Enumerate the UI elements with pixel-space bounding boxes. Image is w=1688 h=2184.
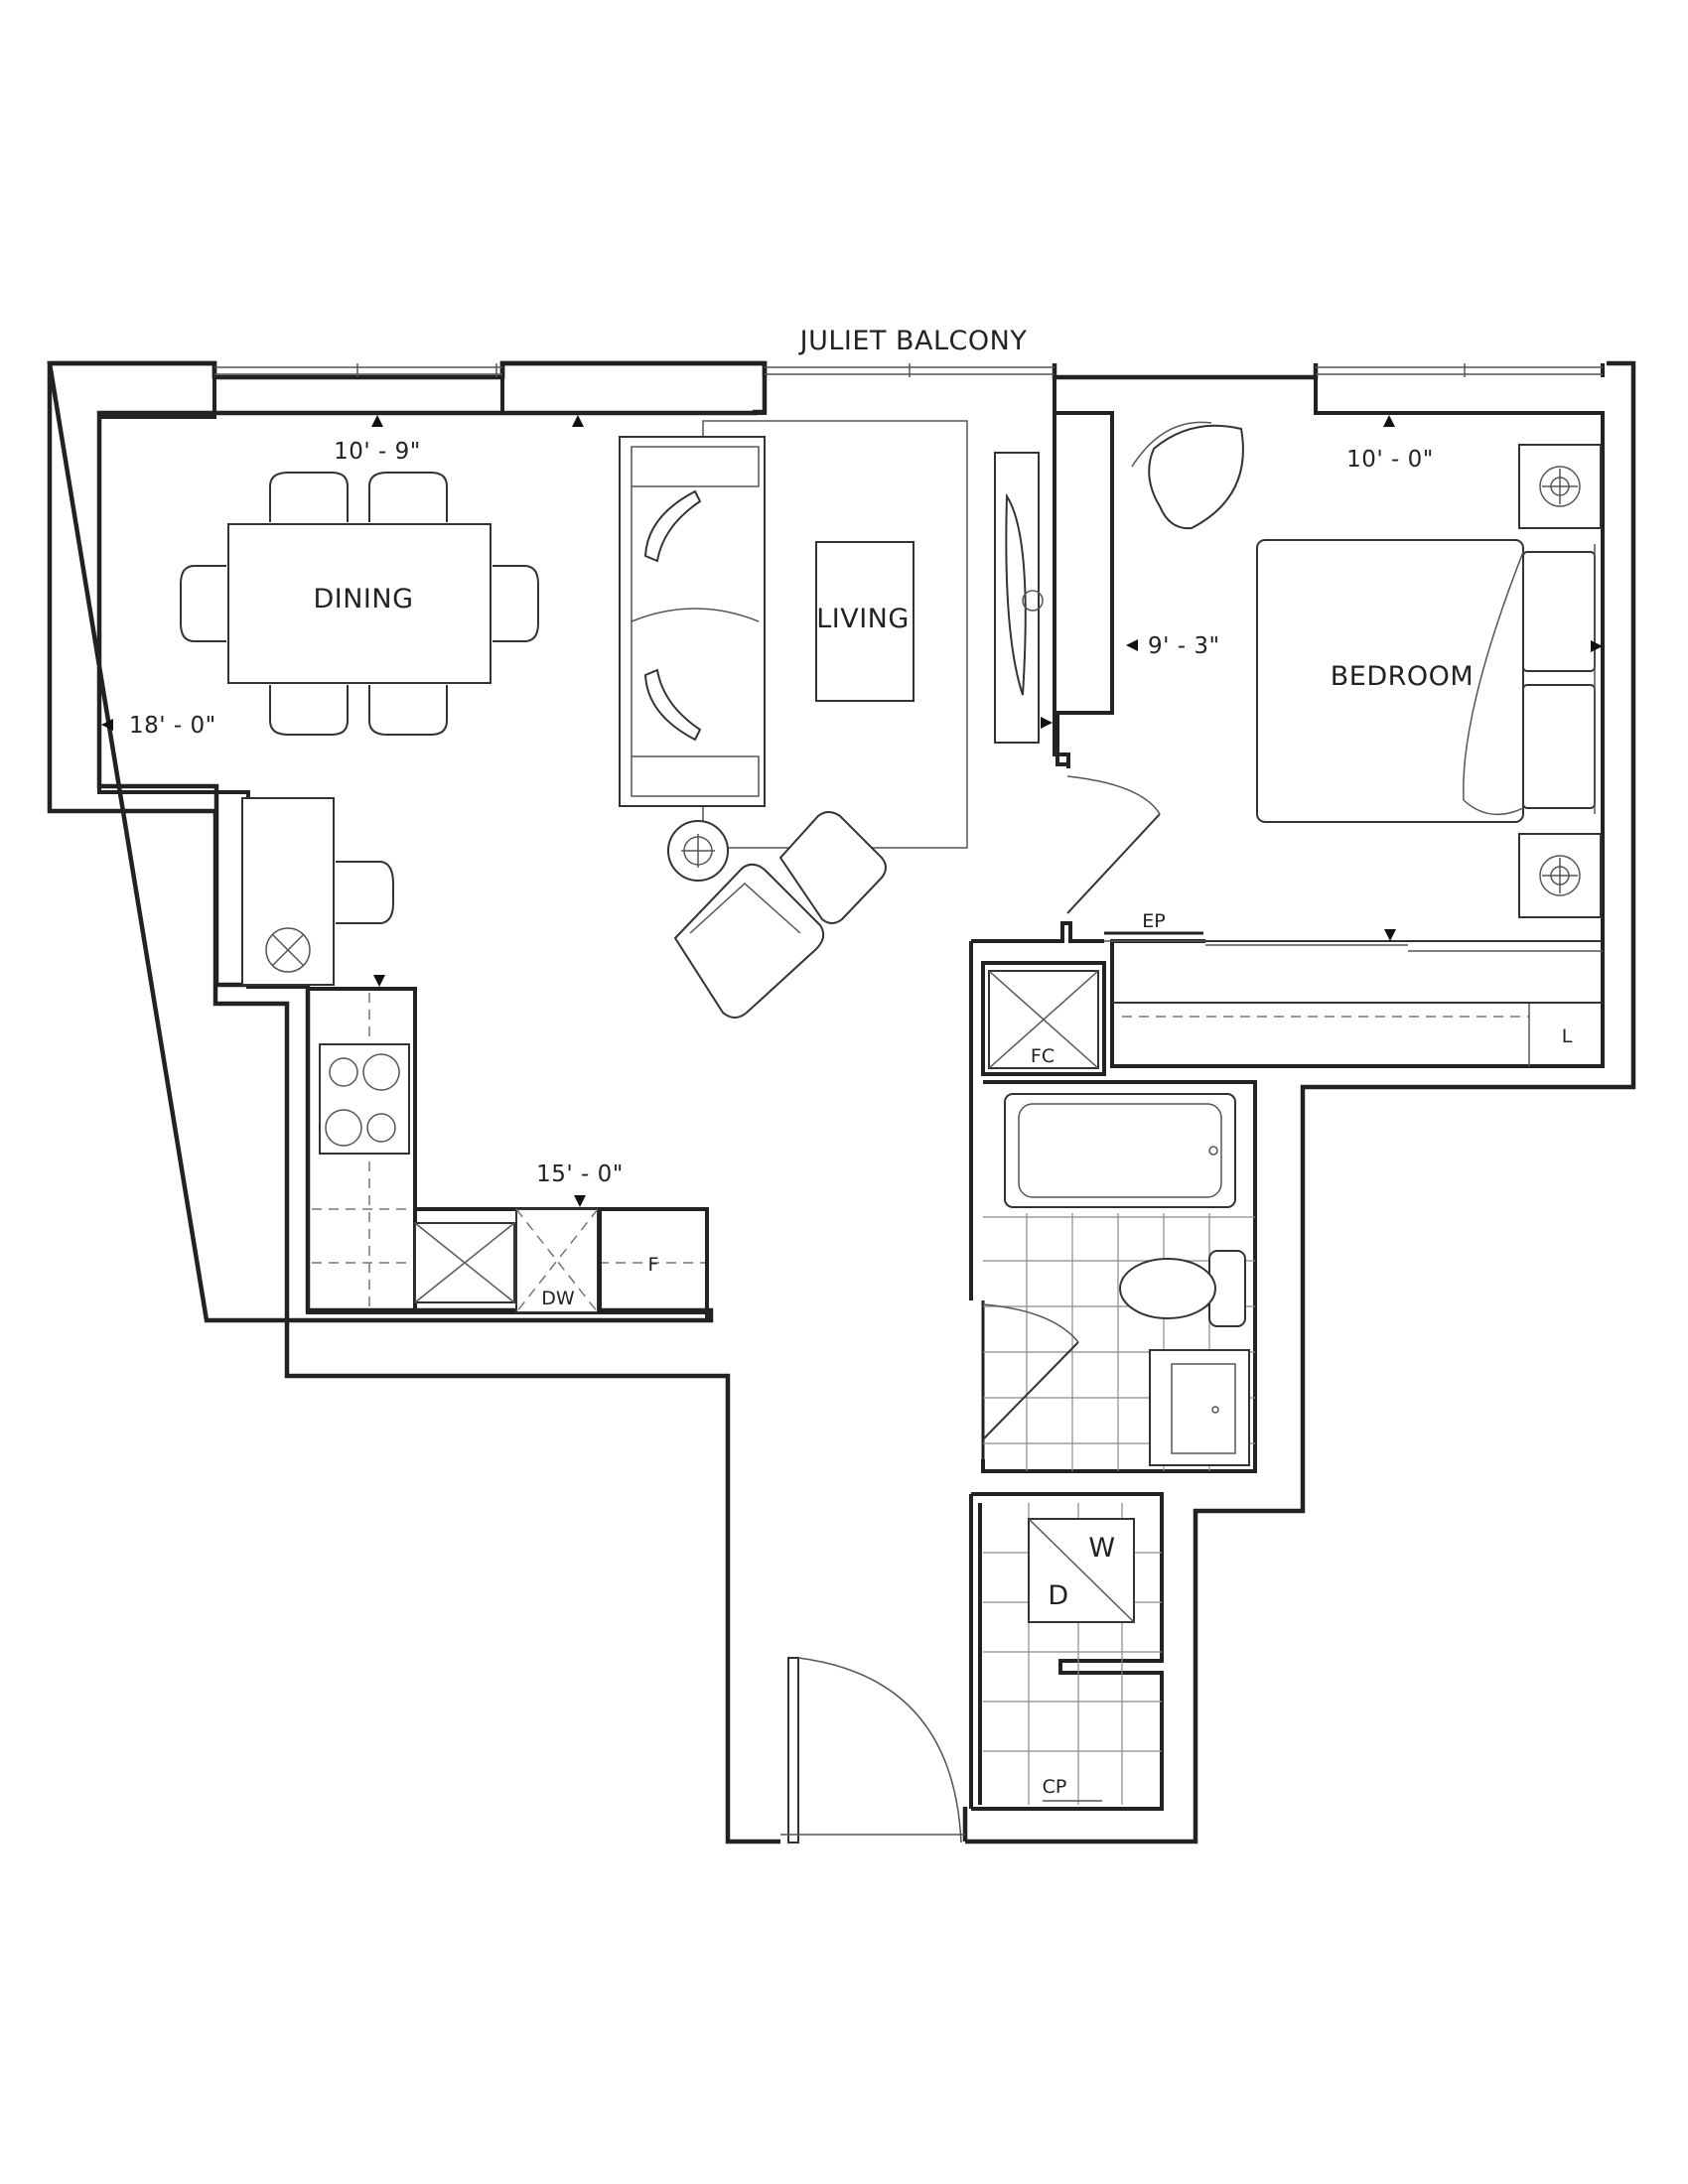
juliet-balcony-label: JULIET BALCONY (798, 326, 1028, 356)
kitchen-length-dimension: 15' - 0" (536, 1161, 624, 1187)
dining-width-dimension: 10' - 9" (334, 439, 421, 465)
windows (214, 363, 1603, 377)
bedroom-depth-dimension: 9' - 3" (1148, 633, 1220, 659)
linen-label: L (1562, 1025, 1573, 1047)
washer-label: W (1088, 1533, 1115, 1564)
laundry (983, 1503, 1162, 1805)
bathroom (982, 1093, 1255, 1471)
entry-door (780, 1657, 965, 1843)
bedroom-closet (1104, 931, 1603, 1066)
fridge-label: F (648, 1254, 659, 1276)
dining-set (180, 472, 539, 736)
furnace-closet (988, 970, 1099, 1069)
bedroom-furniture (1131, 421, 1602, 918)
bedroom-width-dimension: 10' - 0" (1346, 447, 1434, 473)
kitchen (241, 797, 709, 1314)
bedroom-door (1066, 775, 1161, 914)
dining-depth-dimension: 18' - 0" (129, 713, 216, 739)
dishwasher-label: DW (541, 1288, 575, 1309)
furnace-closet-label: FC (1031, 1045, 1055, 1067)
living-label: LIVING (816, 604, 910, 634)
living-furniture (619, 420, 1044, 1019)
electrical-panel-label: EP (1142, 910, 1165, 932)
dryer-label: D (1048, 1580, 1068, 1611)
coat-closet-label: CP (1043, 1776, 1067, 1798)
dimension-arrows (101, 415, 1603, 1207)
dining-label: DINING (313, 584, 413, 614)
bedroom-label: BEDROOM (1331, 661, 1474, 692)
